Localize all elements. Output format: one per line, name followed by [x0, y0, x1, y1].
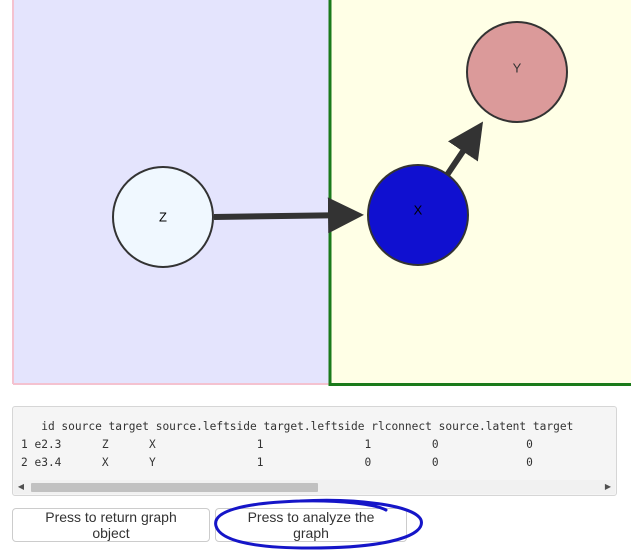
horizontal-scrollbar[interactable]: ◀ ▶: [14, 480, 615, 494]
table-row: 2 e3.4 X Y 1 0 0 0: [21, 456, 533, 469]
node-z-label: Z: [159, 210, 167, 225]
scrollbar-thumb[interactable]: [31, 483, 318, 492]
edge-x-to-y[interactable]: [444, 121, 484, 177]
table-output[interactable]: id source target source.leftside target.…: [12, 406, 617, 496]
edge-z-to-x[interactable]: [213, 197, 364, 234]
table-row: 1 e2.3 Z X 1 1 0 0: [21, 438, 533, 451]
triangle-left-icon[interactable]: ◀: [17, 482, 25, 491]
graph-canvas[interactable]: Z X Y: [0, 0, 631, 390]
node-x-label: X: [414, 203, 423, 218]
triangle-right-icon[interactable]: ▶: [604, 482, 612, 491]
analyze-graph-button[interactable]: Press to analyze the graph: [215, 508, 407, 542]
table-header-line: id source target source.leftside target.…: [21, 420, 574, 433]
node-y[interactable]: Y: [466, 21, 568, 123]
node-z-circle[interactable]: [112, 166, 214, 268]
return-graph-button[interactable]: Press to return graph object: [12, 508, 210, 542]
node-y-circle[interactable]: [466, 21, 568, 123]
node-y-label: Y: [513, 61, 522, 76]
table-text: id source target source.leftside target.…: [21, 418, 573, 472]
node-x-circle[interactable]: [367, 164, 469, 266]
node-z[interactable]: Z: [112, 166, 214, 268]
node-x[interactable]: X: [367, 164, 469, 266]
